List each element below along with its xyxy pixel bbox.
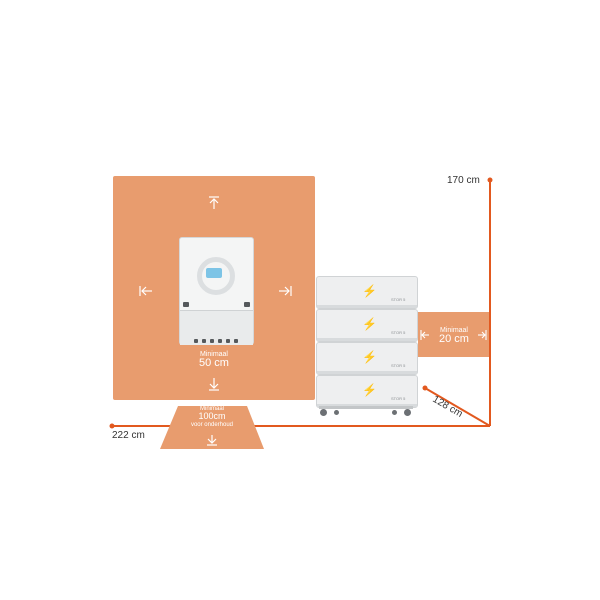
arrow-right-icon	[278, 285, 292, 299]
battery-module: ⚡ STOR 5	[316, 309, 418, 342]
arrow-left-icon	[420, 328, 430, 346]
inverter-port	[183, 302, 189, 307]
battery-wheel	[404, 409, 411, 416]
inverter-port	[202, 339, 206, 343]
battery-base	[319, 406, 413, 409]
battery-module-tag: STOR 5	[391, 330, 406, 335]
height-line-end-dot	[487, 177, 493, 183]
front-clearance-label: Minimaal 100cm voor onderhoud	[172, 406, 252, 428]
inverter-port	[234, 339, 238, 343]
inverter-port	[244, 302, 250, 307]
battery-module-tag: STOR 5	[391, 396, 406, 401]
inverter	[179, 237, 254, 345]
side-clearance-label: Minimaal 50 cm	[179, 351, 249, 370]
battery-stripe	[317, 404, 417, 407]
height-label: 170 cm	[447, 175, 480, 186]
inverter-screen	[206, 268, 222, 278]
battery-stripe	[317, 371, 417, 374]
lightning-bolt-icon: ⚡	[362, 383, 377, 397]
battery-module: ⚡ STOR 5	[316, 375, 418, 408]
front-clearance-caption: Minimaal	[199, 406, 224, 412]
battery-module-tag: STOR 5	[391, 297, 406, 302]
width-label: 222 cm	[112, 430, 145, 441]
front-clearance-note: voor onderhoud	[190, 421, 234, 428]
battery-stack: ⚡ STOR 5 ⚡ STOR 5 ⚡ STOR 5 ⚡ STOR 5	[316, 276, 418, 418]
lightning-bolt-icon: ⚡	[362, 284, 377, 298]
right-clearance-label: Minimaal 20 cm	[430, 327, 478, 346]
battery-stripe	[317, 305, 417, 308]
inverter-port	[226, 339, 230, 343]
battery-module: ⚡ STOR 5	[316, 276, 418, 309]
width-line-end-dot	[109, 423, 115, 429]
side-clearance-caption: Minimaal	[199, 351, 228, 358]
right-clearance-caption: Minimaal	[439, 327, 468, 334]
front-arrow-down-icon	[206, 433, 218, 451]
battery-wheel	[334, 410, 339, 415]
lightning-bolt-icon: ⚡	[362, 317, 377, 331]
lightning-bolt-icon: ⚡	[362, 350, 377, 364]
battery-wheel	[392, 410, 397, 415]
inverter-port	[210, 339, 214, 343]
inverter-display-ring	[197, 257, 235, 295]
inverter-port	[218, 339, 222, 343]
depth-line	[424, 387, 491, 427]
battery-wheel	[320, 409, 327, 416]
side-clearance-value: 50 cm	[199, 357, 229, 370]
battery-module-tag: STOR 5	[391, 363, 406, 368]
inverter-port	[194, 339, 198, 343]
right-clearance-value: 20 cm	[439, 333, 469, 346]
battery-module: ⚡ STOR 5	[316, 342, 418, 375]
arrow-up-icon	[207, 196, 221, 212]
arrow-right-icon	[477, 328, 487, 346]
arrow-left-icon	[139, 285, 153, 299]
arrow-down-icon	[207, 377, 221, 393]
front-clearance-value: 100cm	[198, 411, 226, 422]
right-clearance-zone: Minimaal 20 cm	[418, 312, 489, 357]
inverter-connection-panel	[180, 310, 253, 345]
depth-line-end-dot	[422, 385, 428, 391]
battery-stripe	[317, 338, 417, 341]
